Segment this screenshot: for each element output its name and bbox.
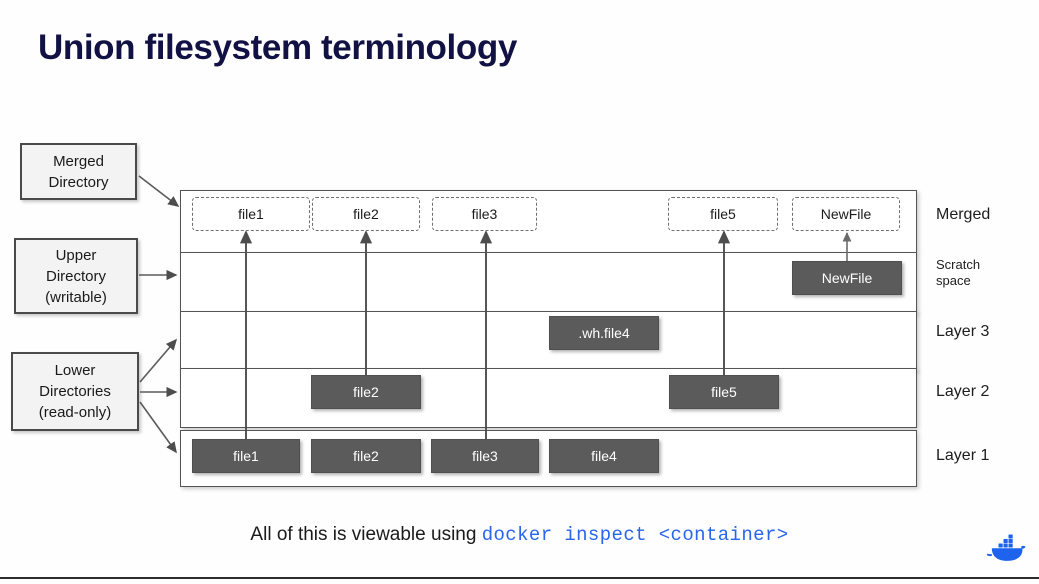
chip-merged-file5[interactable]: file5 — [668, 197, 778, 231]
row-label-scratch-space: Scratch space — [936, 257, 980, 289]
label-upper-line3: (writable) — [45, 288, 107, 306]
chip-upper-newfile[interactable]: NewFile — [792, 261, 902, 295]
chip-merged-file3[interactable]: file3 — [432, 197, 537, 231]
docker-whale-logo — [987, 534, 1026, 561]
chip-layer1-file3[interactable]: file3 — [431, 439, 539, 473]
label-merged-line2: Directory — [48, 173, 109, 191]
row-layer1 — [180, 430, 917, 487]
row-label-scratch-line1: Scratch — [936, 257, 981, 272]
label-lower-directories: Lower Directories (read-only) — [11, 352, 139, 431]
bottom-divider — [0, 577, 1039, 579]
label-lower-line3: (read-only) — [38, 404, 112, 421]
row-label-layer1: Layer 1 — [936, 447, 990, 464]
caption: All of this is viewable using docker ins… — [0, 524, 1039, 546]
chip-layer2-file2[interactable]: file2 — [311, 375, 421, 409]
row-label-layer2: Layer 2 — [936, 383, 990, 400]
row-label-merged: Merged — [936, 206, 991, 223]
chip-merged-file2[interactable]: file2 — [312, 197, 420, 231]
label-merged-directory: Merged Directory — [20, 143, 137, 200]
chip-layer1-file2[interactable]: file2 — [311, 439, 421, 473]
label-lower-line1: Lower — [54, 362, 96, 379]
row-label-scratch-line2: space — [936, 273, 971, 288]
caption-command: docker inspect <container> — [481, 524, 789, 546]
label-upper-line1: Upper — [55, 246, 97, 264]
row-label-layer3: Layer 3 — [936, 323, 990, 340]
chip-merged-newfile[interactable]: NewFile — [792, 197, 900, 231]
chip-layer1-file1[interactable]: file1 — [192, 439, 300, 473]
chip-layer1-file4[interactable]: file4 — [549, 439, 659, 473]
chip-merged-file1[interactable]: file1 — [192, 197, 310, 231]
chip-layer2-file5[interactable]: file5 — [669, 375, 779, 409]
label-merged-line1: Merged — [53, 152, 104, 170]
label-upper-line2: Directory — [45, 267, 106, 285]
caption-prefix: All of this is viewable using — [250, 524, 482, 545]
label-upper-directory: Upper Directory (writable) — [14, 238, 138, 314]
chip-layer3-wh-file4[interactable]: .wh.file4 — [549, 316, 659, 350]
row-layer2 — [180, 368, 917, 428]
label-lower-line2: Directories — [39, 383, 111, 400]
page-title: Union filesystem terminology — [38, 28, 517, 67]
